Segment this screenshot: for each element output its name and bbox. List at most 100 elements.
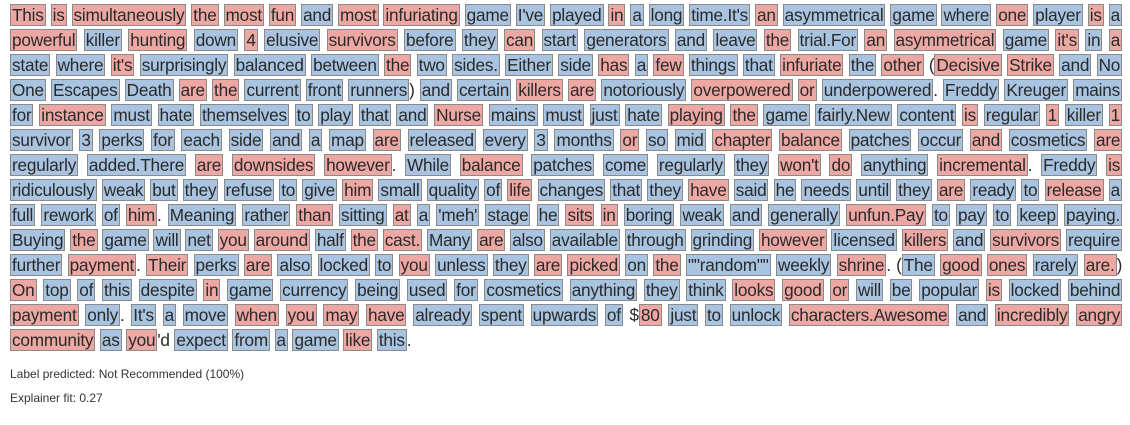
highlighted-token: 4: [244, 29, 258, 51]
token-separator: .: [406, 330, 412, 350]
highlighted-token: and: [956, 304, 989, 326]
highlighted-token: are: [936, 179, 966, 201]
highlighted-token: state: [10, 54, 51, 76]
highlighted-token: a: [634, 54, 649, 76]
token-separator: .: [933, 80, 943, 100]
highlighted-token: is: [985, 279, 1002, 301]
highlighted-token: rather: [242, 204, 291, 226]
highlighted-token: a: [308, 129, 323, 151]
highlighted-token: play: [318, 104, 354, 126]
highlighted-token: and: [396, 104, 429, 126]
token-separator: . (: [886, 255, 902, 275]
highlighted-token: quality: [426, 179, 479, 201]
highlighted-token: hunting: [128, 29, 188, 51]
highlighted-token: in: [600, 204, 618, 226]
highlighted-token: the: [70, 229, 98, 251]
highlighted-token: to: [993, 204, 1012, 226]
highlighted-token: good: [940, 254, 982, 276]
highlighted-token: most: [338, 4, 379, 26]
highlighted-token: balance: [459, 154, 523, 176]
highlighted-token: to: [1021, 179, 1040, 201]
highlighted-token: they: [733, 154, 770, 176]
label-predicted: Label predicted: Not Recommended (100%): [10, 367, 245, 381]
highlighted-token: generally: [768, 204, 841, 226]
highlighted-token: rarely: [1032, 254, 1079, 276]
highlighted-token: but: [150, 179, 178, 201]
highlighted-token: grinding: [690, 229, 755, 251]
highlighted-token: upwards: [530, 304, 599, 326]
highlighted-token: so: [646, 129, 668, 151]
highlighted-token: are: [567, 79, 597, 101]
highlighted-token: refuse: [223, 179, 275, 201]
token-separator: (: [923, 55, 935, 75]
highlighted-token: this: [101, 279, 132, 301]
highlighted-token: Death: [124, 79, 174, 101]
highlighted-token: you: [398, 254, 430, 276]
highlighted-token: or: [797, 79, 817, 101]
highlighted-token: picked: [567, 254, 620, 276]
highlighted-token: stage: [485, 204, 531, 226]
highlighted-token: simultaneously: [71, 4, 187, 26]
highlighted-token: game: [292, 329, 339, 351]
highlighted-token: the: [384, 54, 412, 76]
highlighted-token: and: [969, 129, 1002, 151]
highlighted-token: 1: [1045, 104, 1059, 126]
highlighted-token: shrine: [836, 254, 887, 276]
highlighted-token: released: [407, 129, 476, 151]
highlighted-token: popular: [919, 279, 980, 301]
highlighted-token: good: [782, 279, 824, 301]
highlighted-token: a: [630, 4, 644, 26]
highlighted-token: Kreuger: [1004, 79, 1069, 101]
highlighted-token: to: [704, 304, 723, 326]
highlighted-token: in: [1085, 29, 1103, 51]
highlighted-token: unless: [435, 254, 488, 276]
highlighted-token: asymmetrical: [893, 29, 997, 51]
highlighted-token: Strike: [1007, 54, 1054, 76]
highlighted-token: game: [890, 4, 937, 26]
highlighted-token: are: [178, 79, 207, 101]
highlighted-token: you: [217, 229, 249, 251]
token-separator: $: [622, 305, 640, 325]
highlighted-token: community: [10, 329, 96, 351]
highlighted-token: locked: [317, 254, 371, 276]
highlighted-token: they: [461, 29, 498, 51]
highlighted-token: It's: [131, 304, 156, 326]
highlighted-token: sitting: [339, 204, 387, 226]
highlighted-token: cast.: [382, 229, 423, 251]
highlighted-token: are: [477, 229, 506, 251]
highlighted-token: Nurse: [434, 104, 484, 126]
highlighted-token: perks: [193, 254, 239, 276]
highlighted-token: must: [111, 104, 152, 126]
highlighted-token: content: [897, 104, 957, 126]
highlighted-token: a: [1108, 29, 1123, 51]
highlighted-token: he: [536, 204, 560, 226]
highlighted-review-text: This is simultaneously the most fun and …: [10, 3, 1122, 353]
highlighted-token: between: [311, 54, 379, 76]
highlighted-token: like: [343, 329, 373, 351]
token-separator: .: [119, 305, 132, 325]
highlighted-token: do: [829, 154, 853, 176]
highlighted-token: the: [191, 4, 219, 26]
highlighted-token: cosmetics: [1008, 129, 1088, 151]
highlighted-token: weekly: [775, 254, 832, 276]
highlighted-token: 1: [1108, 104, 1122, 126]
highlighted-token: time.It's: [689, 4, 751, 26]
highlighted-token: boring: [623, 204, 675, 226]
highlighted-token: instance: [39, 104, 106, 126]
highlighted-token: down: [193, 29, 238, 51]
highlighted-token: they: [896, 179, 932, 201]
highlighted-token: will: [153, 229, 181, 251]
highlighted-token: top: [43, 279, 71, 301]
highlighted-token: a: [274, 329, 288, 351]
highlighted-token: played: [550, 4, 604, 26]
highlighted-token: on: [625, 254, 649, 276]
highlighted-token: through: [624, 229, 686, 251]
highlighted-token: already: [413, 304, 473, 326]
explanation-panel: This is simultaneously the most fun and …: [10, 3, 1122, 405]
highlighted-token: are: [533, 254, 563, 276]
highlighted-token: is: [962, 104, 979, 126]
highlighted-token: and: [729, 204, 762, 226]
highlighted-token: game: [1002, 29, 1049, 51]
highlighted-token: in: [608, 4, 626, 26]
highlighted-token: must: [543, 104, 584, 126]
